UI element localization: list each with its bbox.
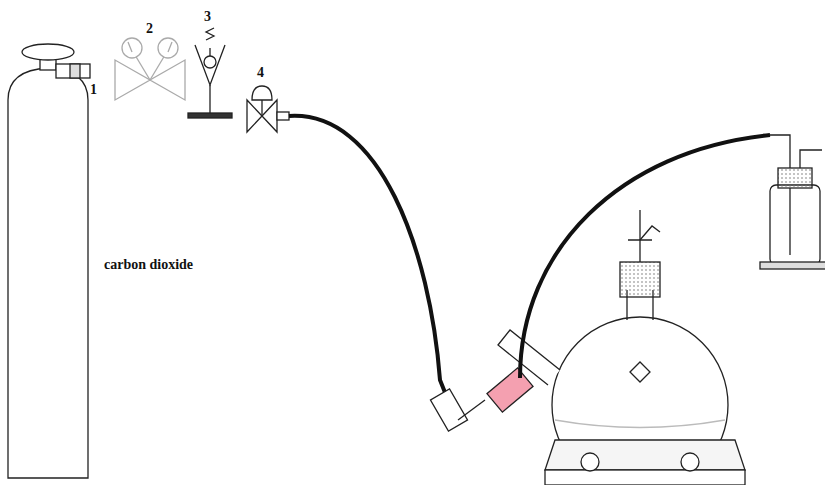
callout-number: 4 <box>257 66 264 80</box>
gas-cylinder <box>8 68 88 478</box>
callout-number: 1 <box>90 83 97 97</box>
callout-number: 2 <box>146 22 153 36</box>
gas-name-label: carbon dioxide <box>104 258 193 272</box>
callout-number: 3 <box>204 10 211 24</box>
